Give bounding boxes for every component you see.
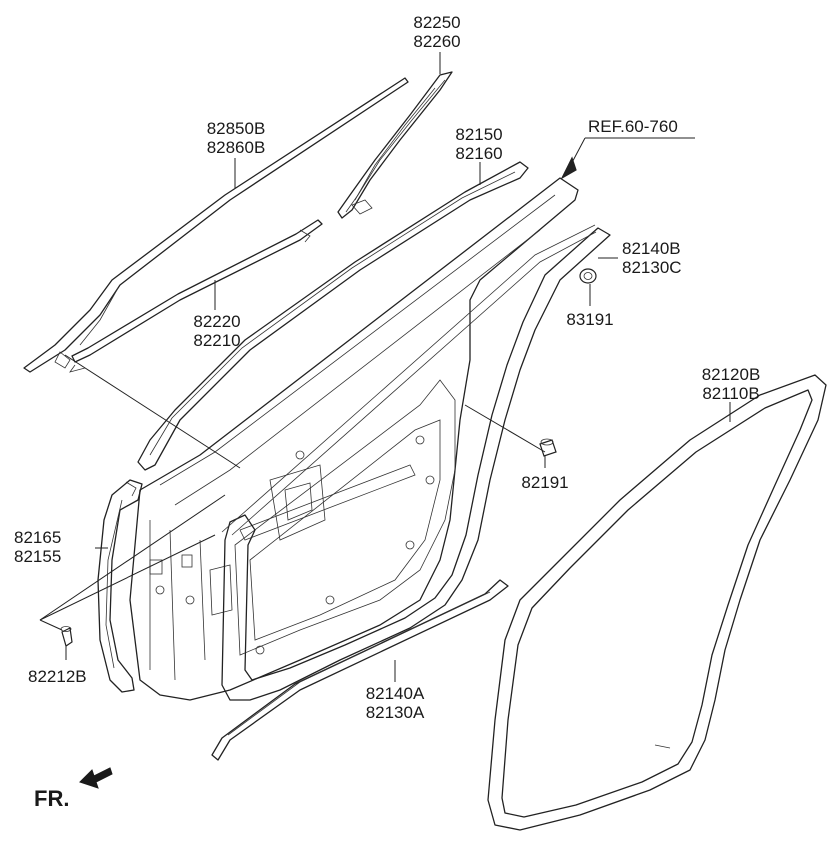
callout-82140b: 82140B 82130C [622,239,682,277]
svg-text:82140B: 82140B [622,239,681,258]
leader-lines [39,52,731,682]
callout-82250: 82250 82260 [413,13,460,51]
svg-text:82250: 82250 [413,13,460,32]
part-82120b-weatherstrip [487,374,827,831]
svg-text:82850B: 82850B [207,119,266,138]
callout-ref: REF.60-760 [588,117,678,136]
svg-text:82191: 82191 [521,473,568,492]
svg-text:82220: 82220 [193,312,240,331]
callout-83191: 83191 [566,310,613,329]
callout-82850b: 82850B 82860B [207,119,266,157]
front-indicator: FR. [34,767,113,811]
callout-82140a: 82140A 82130A [366,684,425,722]
part-82165-front-seal [97,479,143,693]
svg-text:82155: 82155 [14,547,61,566]
svg-text:82110B: 82110B [702,384,759,403]
part-82850b-moulding [23,77,409,373]
svg-text:82120B: 82120B [702,365,761,384]
part-82250-corner-channel [337,71,453,219]
callout-82212b: 82212B [28,667,87,686]
svg-text:83191: 83191 [566,310,613,329]
svg-text:82860B: 82860B [207,138,266,157]
svg-text:FR.: FR. [34,786,69,811]
svg-text:REF.60-760: REF.60-760 [588,117,678,136]
part-82140a-sill-seal [211,579,509,761]
callout-82165: 82165 82155 [14,528,61,566]
part-82191-plug [539,438,557,457]
svg-text:82140A: 82140A [366,684,425,703]
svg-text:82130A: 82130A [366,703,425,722]
part-82212b-clip [60,626,73,647]
part-82150-frame-moulding [137,161,529,471]
door-inner-panel [129,177,579,701]
front-arrow-icon [79,767,113,789]
svg-text:82212B: 82212B [28,667,87,686]
svg-text:82165: 82165 [14,528,61,547]
svg-text:82130C: 82130C [622,258,682,277]
part-83191-plug [579,268,597,284]
svg-text:82210: 82210 [193,331,240,350]
callout-82220: 82220 82210 [193,312,240,350]
callout-82150: 82150 82160 [455,125,502,163]
callout-82120b: 82120B 82110B [702,365,761,403]
svg-text:82150: 82150 [455,125,502,144]
callout-82191: 82191 [521,473,568,492]
svg-text:82160: 82160 [455,144,502,163]
svg-text:82260: 82260 [413,32,460,51]
part-82140b-upper-seal [221,224,611,701]
